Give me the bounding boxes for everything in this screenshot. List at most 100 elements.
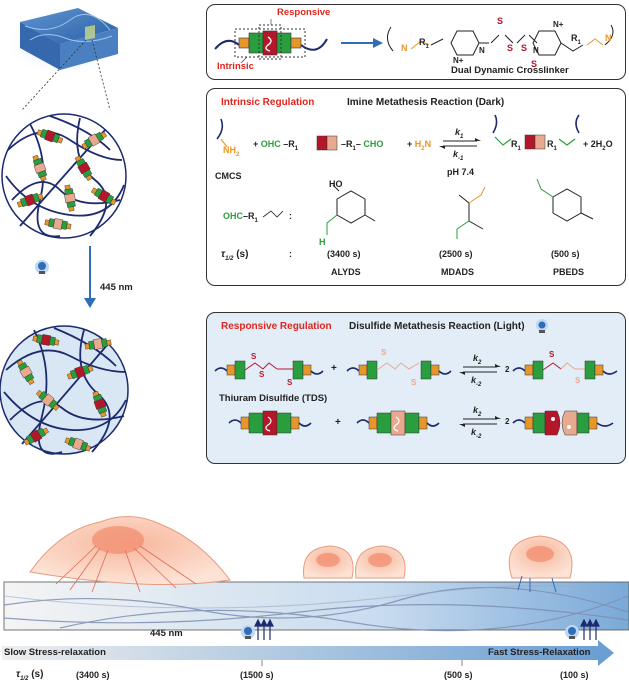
bottom-tau-label: τ1/2 (s)	[16, 669, 44, 682]
colon-a: :	[289, 211, 292, 221]
k-2-label-b: k-2	[471, 427, 482, 440]
plus-b: +	[335, 417, 341, 428]
svg-text:S: S	[411, 378, 417, 387]
alyds-h: H	[319, 237, 326, 247]
disulfide-scheme: S S S S S	[214, 348, 618, 436]
svg-text:S: S	[497, 16, 503, 26]
tick-1500: (1500 s)	[240, 670, 274, 680]
svg-text:N: N	[533, 46, 539, 55]
svg-text:N+: N+	[553, 20, 564, 29]
up-arrows-right	[580, 618, 600, 640]
intrinsic-title-red: Intrinsic Regulation	[221, 97, 315, 108]
up-arrows-left	[254, 618, 274, 640]
coef-a: 2	[505, 365, 510, 374]
water: + 2H2O	[583, 139, 613, 152]
ohc-r1-label: OHC–R1	[223, 211, 258, 224]
bulb-icon	[35, 260, 49, 274]
k1-label: k1	[455, 127, 464, 140]
svg-text:S: S	[251, 352, 257, 361]
mdads-time: (2500 s)	[439, 249, 473, 259]
r1-product-b: R1	[547, 139, 557, 152]
crosslinker-icon	[35, 389, 60, 411]
stress-relaxation-scene	[2, 516, 629, 666]
h2n-group: + H2N	[407, 139, 432, 152]
crosslinker-icon	[74, 155, 93, 182]
svg-text:N: N	[401, 43, 408, 53]
bottom-light-wavelength: 445 nm	[150, 628, 183, 639]
svg-text:N: N	[605, 33, 612, 43]
pbeds-name: PBEDS	[553, 267, 585, 277]
svg-text:S: S	[507, 43, 513, 53]
k2-label: k2	[473, 353, 482, 366]
crosslinker-icon	[36, 128, 64, 144]
tick-3400: (3400 s)	[76, 670, 110, 680]
imine-scheme	[216, 114, 594, 239]
light-arrow	[84, 246, 96, 308]
block-split	[512, 410, 614, 436]
tds-red-left: S S	[214, 352, 278, 380]
bulb-icon-panel	[535, 319, 549, 340]
crosslinker-icon	[32, 334, 60, 346]
svg-text:S: S	[287, 378, 293, 387]
svg-text:S: S	[575, 376, 581, 385]
cmcs-label: CMCS	[215, 171, 242, 181]
crosslinker-icon	[32, 154, 48, 182]
crosslinker-icon	[64, 436, 92, 452]
k-1-label: k-1	[453, 149, 464, 162]
block-salmon	[356, 410, 440, 436]
nh2-group: NH2	[223, 145, 240, 158]
ohc-group: + OHC –R1	[253, 139, 299, 152]
crosslinker-icon	[84, 338, 112, 350]
intrinsic-panel: Intrinsic Regulation Imine Metathesis Re…	[206, 88, 626, 286]
responsive-label: Responsive	[277, 7, 331, 18]
crosslinker-icon	[90, 187, 117, 206]
pbeds-time: (500 s)	[551, 249, 580, 259]
r1-label-b: R1	[571, 33, 581, 46]
svg-text:S: S	[381, 348, 387, 357]
crosslinker-icon	[92, 390, 108, 418]
alyds-ho: HO	[329, 179, 343, 189]
responsive-title: Disulfide Metathesis Reaction (Light)	[349, 321, 525, 332]
colon-b: :	[289, 249, 292, 259]
svg-text:N+: N+	[453, 56, 464, 65]
relaxation-arrow	[2, 640, 614, 666]
alyds-name: ALYDS	[331, 267, 361, 277]
svg-text:N: N	[479, 46, 485, 55]
crosslinker-icon	[23, 427, 50, 446]
block-red	[228, 410, 312, 436]
tds-orange-mid: S S	[346, 348, 452, 387]
cell-round-3	[508, 535, 573, 593]
crosslinker-icon	[81, 131, 108, 150]
svg-text:S: S	[259, 370, 265, 379]
plus-a: +	[331, 363, 337, 374]
cell-round-1	[303, 545, 354, 579]
crosslinker-title: Dual Dynamic Crosslinker	[451, 65, 569, 76]
crosslinker-icon	[16, 192, 44, 208]
crosslinker-icon	[16, 359, 35, 386]
crosslinker-panel: S S S S N N N+ N+ N N Responsive Intrins…	[206, 4, 626, 80]
tds-label: Thiuram Disulfide (TDS)	[219, 393, 328, 404]
intrinsic-title: Imine Metathesis Reaction (Dark)	[347, 97, 505, 108]
tau-label: τ1/2 (s)	[221, 249, 249, 262]
responsive-title-red: Responsive Regulation	[221, 321, 332, 332]
cho-group: –R1– CHO	[341, 139, 384, 152]
r1-label-a: R1	[419, 37, 429, 50]
crosslinker-icon	[44, 218, 72, 230]
slow-relaxation-label: Slow Stress-relaxation	[4, 647, 106, 658]
tick-100: (100 s)	[560, 670, 589, 680]
svg-text:S: S	[549, 350, 555, 359]
responsive-panel: Responsive Regulation Disulfide Metathes…	[206, 312, 626, 464]
svg-text:S: S	[521, 43, 527, 53]
crosslinker-icon	[64, 184, 76, 212]
tds-orange-left-end: S	[277, 360, 324, 387]
mdads-name: MDADS	[441, 267, 474, 277]
svg-text:S: S	[531, 59, 537, 69]
bulb-icon-left	[241, 625, 255, 639]
crosslinker-diagram: S S S S N N N+ N+ N N	[214, 16, 614, 69]
ph-label: pH 7.4	[447, 167, 475, 177]
intrinsic-label: Intrinsic	[217, 61, 254, 72]
light-wavelength: 445 nm	[100, 282, 133, 293]
hydrogel-cube	[4, 6, 120, 78]
